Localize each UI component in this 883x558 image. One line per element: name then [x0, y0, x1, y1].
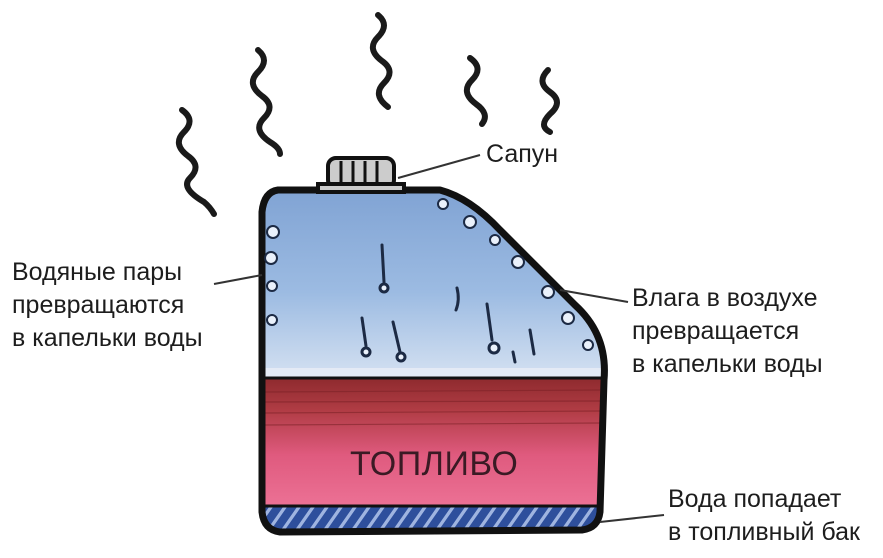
pointer-vent	[397, 154, 481, 179]
droplet-icon	[437, 198, 449, 210]
droplet-icon	[489, 234, 501, 246]
droplet-icon	[266, 314, 278, 326]
air-moisture-label: Влага в воздухе превращается в капельки …	[632, 282, 823, 381]
droplet-icon	[266, 280, 278, 292]
fuel-region	[262, 378, 605, 506]
pointer-bottom	[599, 514, 665, 523]
droplet-icon	[582, 339, 594, 351]
droplet-icon	[266, 225, 280, 239]
wall-droplets	[264, 198, 594, 351]
running-drips	[360, 243, 536, 364]
label-line: Водяные пары	[12, 258, 183, 286]
vapor-condensation-label: Водяные пары превращаются в капельки вод…	[12, 256, 203, 355]
vapor-wave-icon	[249, 47, 283, 157]
label-line: Влага в воздухе	[632, 284, 818, 312]
label-line: превращается	[632, 317, 800, 345]
label-line: в топливный бак	[668, 518, 860, 546]
droplet-icon	[264, 251, 278, 265]
label-line: в капельки воды	[12, 324, 203, 352]
droplet-icon	[463, 215, 477, 229]
pointer-lines	[213, 154, 665, 523]
label-line: Вода попадает	[668, 485, 842, 513]
vent-label-text: Сапун	[486, 140, 559, 168]
vent-label: Сапун	[486, 138, 558, 171]
pointer-right	[559, 289, 629, 303]
droplet-icon	[541, 285, 555, 299]
vapor-wave-icon	[175, 107, 217, 217]
tank	[258, 186, 608, 536]
label-line: в капельки воды	[632, 350, 823, 378]
water-in-tank-label: Вода попадает в топливный бак	[668, 483, 860, 549]
vapor-waves	[175, 12, 560, 217]
fuel-label: ТОПЛИВО	[350, 445, 519, 483]
droplet-icon	[511, 255, 525, 269]
vapor-wave-icon	[539, 67, 560, 135]
droplet-icon	[561, 311, 575, 325]
label-line: превращаются	[12, 291, 185, 319]
air-region	[262, 190, 605, 380]
vent-cap-icon	[316, 156, 406, 194]
vapor-wave-icon	[463, 55, 488, 127]
pointer-left	[213, 274, 263, 285]
vapor-wave-icon	[369, 12, 393, 110]
